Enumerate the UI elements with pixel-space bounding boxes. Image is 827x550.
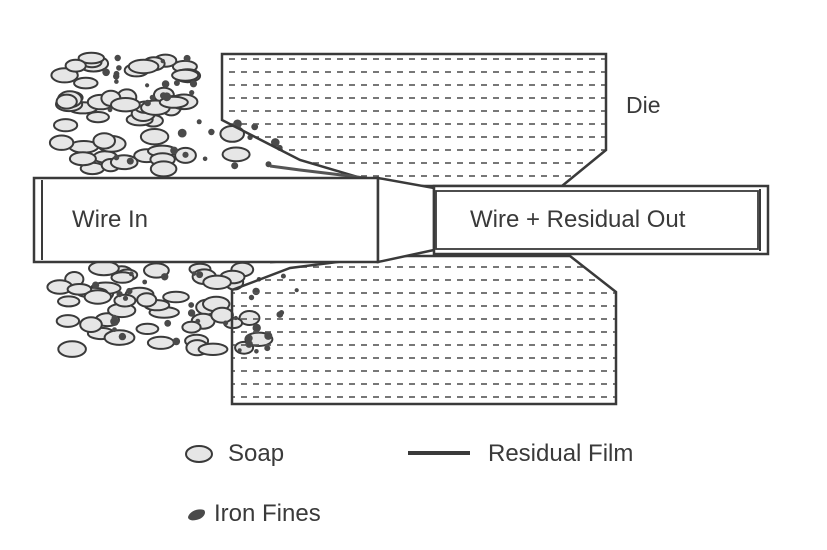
- iron-fine-particle: [126, 157, 134, 165]
- soap-particle: [127, 58, 160, 75]
- iron-fine-particle: [202, 156, 208, 162]
- iron-fine-particle: [144, 99, 151, 107]
- soap-particle: [171, 68, 200, 82]
- soap-particle: [88, 260, 120, 277]
- wire-in-label: Wire In: [72, 206, 149, 233]
- wire-out-label: Wire + Residual Out: [470, 206, 686, 233]
- soap-particle: [64, 58, 87, 73]
- iron-fine-particle: [113, 70, 120, 77]
- iron-fine-particle: [142, 279, 148, 285]
- iron-fine-particle: [195, 318, 201, 324]
- soap-particle: [55, 93, 78, 110]
- soap-particle: [202, 274, 232, 290]
- iron-fine-particle: [164, 319, 172, 327]
- soap-particle: [162, 290, 190, 304]
- soap-particle: [66, 283, 93, 296]
- soap-particle: [68, 151, 97, 167]
- iron-fine-particle: [112, 327, 117, 332]
- iron-fine-particle: [182, 151, 189, 158]
- iron-fine-particle: [128, 271, 134, 277]
- soap-particle-icon: [185, 445, 213, 463]
- legend-residual-film-label: Residual Film: [488, 440, 634, 467]
- die-label: Die: [626, 92, 661, 118]
- iron-fine-particle: [114, 79, 119, 84]
- iron-fine-particle: [149, 94, 156, 101]
- iron-fine-particle: [191, 271, 197, 276]
- soap-particle: [55, 314, 81, 328]
- soap-particle: [139, 128, 170, 146]
- iron-fine-particle: [161, 273, 169, 281]
- iron-fine-particle: [189, 80, 198, 88]
- die-lower-block: [230, 254, 618, 406]
- iron-fine-particle: [162, 92, 172, 102]
- soap-particle: [136, 292, 158, 308]
- iron-fine-particle: [170, 146, 179, 155]
- soap-particle: [79, 316, 103, 334]
- iron-fine-particle: [126, 287, 133, 295]
- iron-fine-particle: [173, 80, 180, 86]
- iron-fines-icon: [188, 509, 206, 521]
- soap-particle: [86, 111, 110, 124]
- soap-particle: [149, 160, 178, 178]
- soap-particle: [110, 271, 135, 284]
- soap-particle: [53, 118, 79, 133]
- soap-particle: [83, 289, 113, 305]
- iron-fine-particle: [122, 295, 129, 301]
- soap-particle: [77, 51, 106, 65]
- soap-particle: [146, 335, 175, 350]
- wire-taper: [376, 176, 436, 264]
- iron-fine-particle: [110, 317, 119, 326]
- soap-particle: [135, 322, 160, 335]
- soap-particle: [56, 295, 81, 308]
- wire-out-inner: [435, 190, 759, 250]
- soap-particle: [57, 340, 87, 358]
- legend-soap-label: Soap: [228, 440, 285, 467]
- soap-particle: [210, 306, 234, 324]
- legend-iron-fines-label: Iron Fines: [214, 500, 321, 527]
- iron-fine-particle: [177, 128, 187, 138]
- iron-fine-particle: [189, 90, 195, 96]
- soap-particle: [48, 134, 75, 151]
- iron-fine-particle: [114, 54, 121, 62]
- iron-fine-particle: [116, 65, 122, 71]
- iron-fine-particle: [107, 107, 113, 113]
- iron-fine-particle: [172, 337, 181, 346]
- iron-fine-particle: [102, 68, 110, 77]
- iron-fine-particle: [187, 309, 196, 317]
- soap-particle: [197, 342, 229, 356]
- iron-fine-particle: [183, 54, 191, 62]
- soap-particle: [73, 76, 99, 90]
- iron-fine-particle: [160, 58, 165, 64]
- iron-fine-particle: [116, 291, 123, 298]
- iron-fine-particle: [196, 119, 202, 125]
- iron-fine-particle: [113, 154, 120, 161]
- iron-fine-particle: [92, 281, 100, 289]
- iron-fine-particle: [196, 271, 204, 279]
- soap-particle: [92, 132, 116, 150]
- soap-particle: [181, 320, 202, 334]
- iron-fine-particle: [208, 128, 215, 136]
- soap-particle: [110, 97, 141, 113]
- soap-particle: [221, 146, 251, 163]
- iron-fine-particle: [188, 302, 195, 308]
- iron-fine-particle: [265, 161, 272, 168]
- iron-fine-particle: [145, 83, 150, 88]
- iron-fine-particle: [118, 332, 127, 341]
- iron-fine-particle: [223, 320, 229, 326]
- iron-fine-particle: [161, 80, 170, 88]
- iron-fine-particle: [231, 162, 239, 170]
